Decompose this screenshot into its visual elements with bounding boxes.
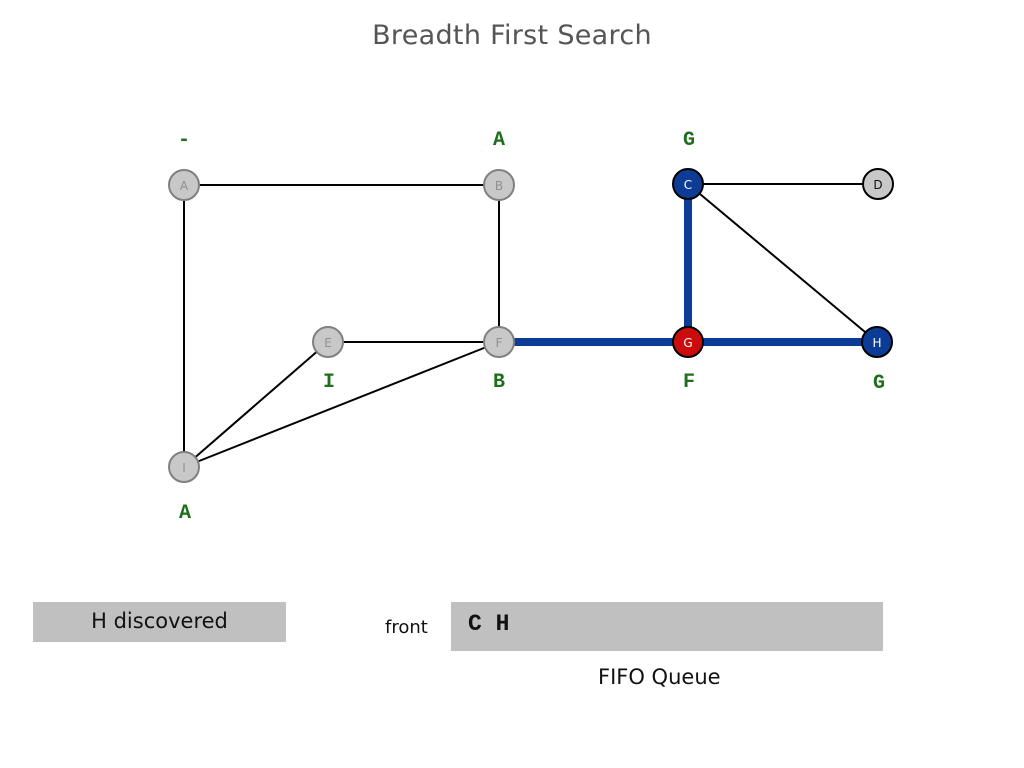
- node-e: E: [312, 326, 344, 358]
- edge-c-h: [687, 183, 878, 343]
- node-label: D: [873, 178, 882, 192]
- node-label: F: [496, 336, 503, 350]
- parent-label-i: A: [179, 502, 191, 525]
- status-text: H discovered: [91, 609, 228, 633]
- graph-diagram: A - B A C G D E I F B G F H G I A: [168, 129, 894, 525]
- node-label: A: [180, 179, 189, 193]
- node-g: G: [672, 326, 704, 358]
- edge-f-i: [183, 341, 500, 468]
- parent-label-f: B: [493, 371, 505, 394]
- parent-label-h: G: [873, 372, 885, 395]
- parent-label-b: A: [493, 129, 505, 152]
- node-label: E: [324, 336, 332, 350]
- node-d: D: [862, 168, 894, 200]
- node-label: G: [683, 336, 692, 350]
- node-label: C: [684, 178, 692, 192]
- node-b: B: [483, 169, 515, 201]
- node-h: H: [861, 326, 893, 358]
- fifo-queue: C H: [451, 602, 883, 651]
- parent-label-c: G: [683, 129, 695, 152]
- node-a: A: [168, 169, 200, 201]
- node-i: I: [168, 451, 200, 483]
- node-c: C: [672, 168, 704, 200]
- node-label: H: [872, 336, 881, 350]
- node-label: B: [495, 179, 503, 193]
- node-label: I: [182, 461, 186, 475]
- edge-e-i: [183, 341, 329, 468]
- page-title: Breadth First Search: [372, 20, 652, 51]
- parent-label-a: -: [178, 129, 190, 152]
- status-box: H discovered: [33, 602, 286, 642]
- parent-label-g: F: [683, 371, 695, 394]
- queue-caption: FIFO Queue: [598, 665, 721, 689]
- parent-label-e: I: [323, 371, 335, 394]
- queue-front-label: front: [385, 617, 428, 638]
- node-f: F: [483, 326, 515, 358]
- queue-items: C H: [468, 611, 510, 637]
